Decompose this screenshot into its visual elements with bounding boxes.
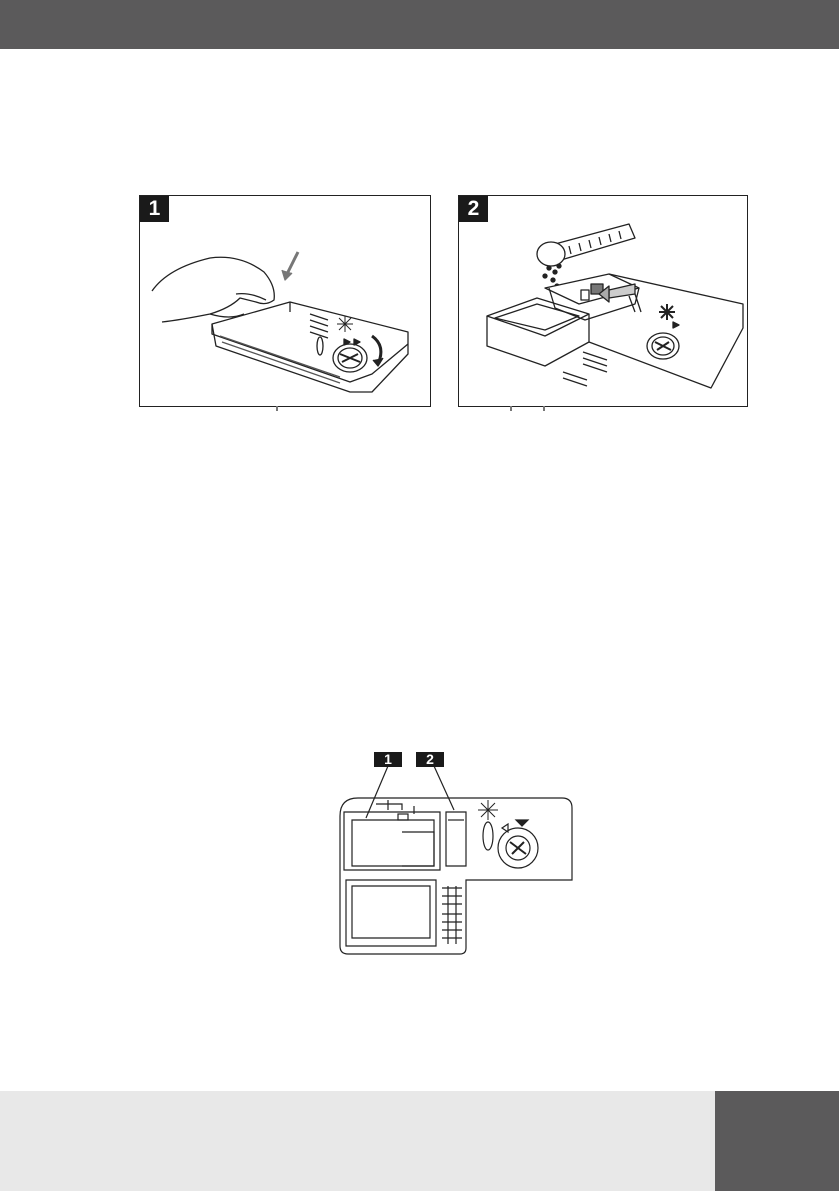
callout-1-tag: 1 [374,752,402,767]
figure-2-fill-detergent: 2 [458,195,748,407]
page-number-block [715,1091,839,1191]
detergent-filling-illustration [459,196,747,406]
dispenser-open-illustration [140,196,430,406]
page-footer-band [0,1091,839,1191]
page-header-bar [0,0,839,49]
caption-mark [510,406,512,411]
dispenser-top-view-diagram [330,748,580,958]
caption-mark [276,406,278,411]
caption-mark [543,406,545,411]
figure-1-number-tag: 1 [140,196,169,222]
figure-2-number-tag: 2 [459,196,488,222]
callout-2-tag: 2 [416,752,444,767]
figure-1-open-dispenser: 1 [139,195,431,407]
